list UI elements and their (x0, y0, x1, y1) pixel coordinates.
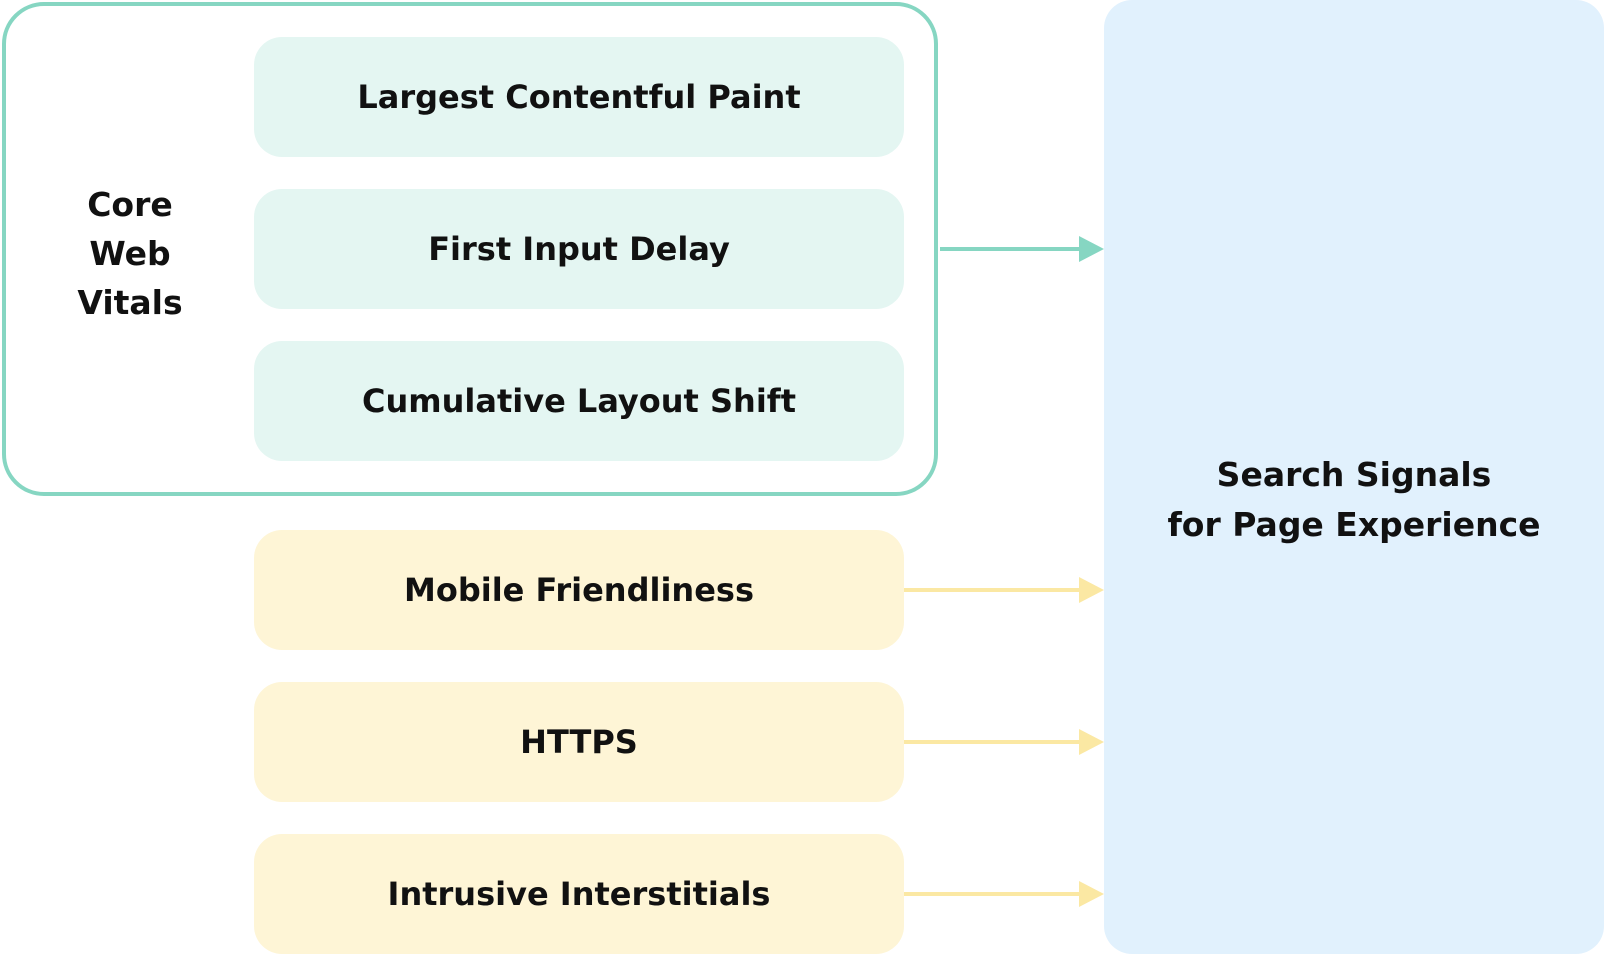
https-arrow (904, 729, 1104, 755)
intrusive-interstitials-arrow (904, 881, 1104, 907)
target-label-line: Search Signals (1216, 455, 1492, 494)
group-label-line: Vitals (77, 283, 183, 322)
group-label-line: Web (89, 234, 171, 273)
intrusive-interstitials-box: Intrusive Interstitials (254, 834, 904, 954)
https-box: HTTPS (254, 682, 904, 802)
core-web-vitals-label: Core Web Vitals (40, 180, 220, 327)
cumulative-layout-shift-box: Cumulative Layout Shift (254, 341, 904, 461)
search-signals-box: Search Signals for Page Experience (1104, 0, 1604, 954)
search-signals-label: Search Signals for Page Experience (1104, 450, 1604, 550)
first-input-delay-box: First Input Delay (254, 189, 904, 309)
mobile-friendliness-arrow (904, 577, 1104, 603)
group-label-line: Core (87, 185, 173, 224)
largest-contentful-paint-box: Largest Contentful Paint (254, 37, 904, 157)
target-label-line: for Page Experience (1167, 505, 1541, 544)
mobile-friendliness-box: Mobile Friendliness (254, 530, 904, 650)
core-web-vitals-arrow (940, 236, 1104, 262)
